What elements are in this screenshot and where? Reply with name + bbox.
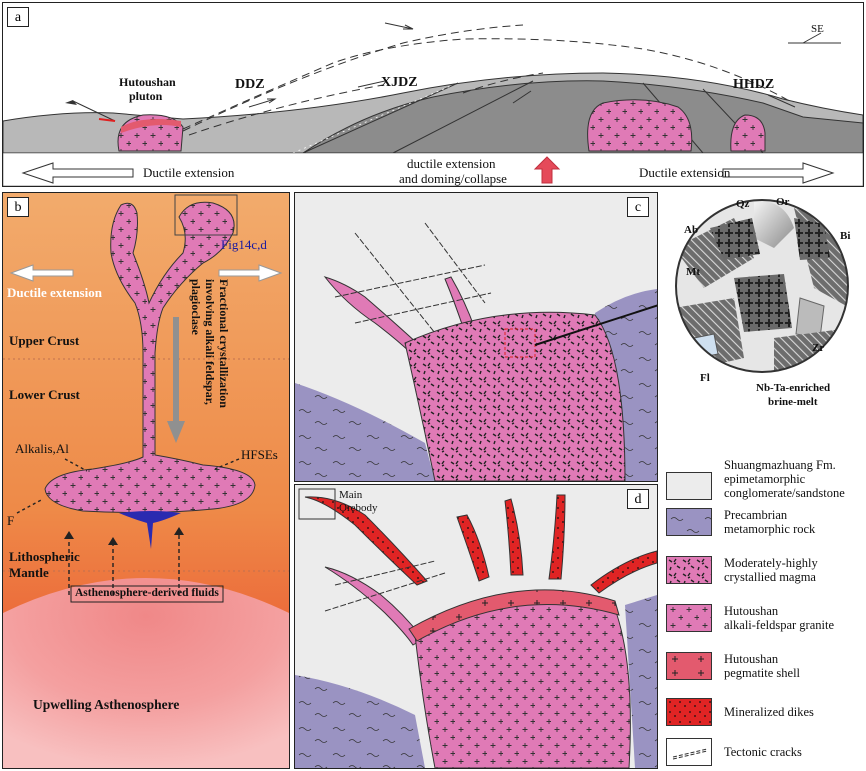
panel-a: a Hutoushan pluton DDZ XJDZ HHDZ SE Duct…: [2, 2, 864, 187]
crystallization-arrow: [167, 317, 185, 443]
legend-text: conglomerate/sandstone: [724, 486, 845, 500]
legend-text: pegmatite shell: [724, 666, 801, 680]
legend-text: alkali-feldspar granite: [724, 618, 835, 632]
ab-label: Ab: [684, 224, 699, 236]
crystallized-magma-c: [404, 311, 626, 481]
legend-swatch-crystallized: [666, 556, 712, 584]
se-label: SE: [811, 23, 824, 35]
blue-fluid: [119, 511, 181, 549]
litho-label-2: Mantle: [9, 565, 49, 580]
ductile-center-label-2: and doming/collapse: [399, 171, 507, 186]
mt-label: Mt: [686, 266, 701, 278]
legend-text: Shuangmazhuang Fm.: [724, 458, 836, 472]
red-dike-4: [548, 494, 566, 580]
pluton-label-2: pluton: [129, 89, 163, 103]
legend-text: Hutoushan: [724, 652, 779, 666]
metamorphic-c: [295, 383, 435, 481]
upwelling-label: Upwelling Asthenosphere: [33, 697, 180, 712]
panel-d-tag: d: [627, 489, 649, 509]
arrow-up-red: [533, 156, 561, 184]
legend-text: Mineralized dikes: [724, 705, 814, 719]
f-label: F: [7, 513, 15, 528]
ductile-right-label: Ductile extension: [639, 165, 731, 180]
xjdz-label: XJDZ: [381, 75, 418, 90]
legend-text: Tectonic cracks: [724, 745, 802, 759]
main-orebody-label-1: Main: [339, 489, 363, 501]
magma-conduit: [44, 201, 256, 514]
ddz-label: DDZ: [235, 77, 265, 92]
fractional-line-1: Fractional crystallization: [217, 279, 231, 408]
legend-text: Hutoushan: [724, 604, 779, 618]
legend-swatch-metamorphic: [666, 508, 712, 536]
arrow-left-a: [21, 162, 134, 184]
panel-b: b Fig14c,d Ductile extension Upper Crust…: [2, 192, 290, 769]
asthenosphere-dome: [3, 578, 289, 768]
red-dike-3: [504, 498, 524, 576]
panel-d: d Main Orebody: [294, 484, 658, 769]
fractional-line-2: involving alkali feldspar,: [203, 279, 217, 405]
legend-text: metamorphic rock: [724, 522, 816, 536]
litho-label-1: Lithospheric: [9, 549, 80, 564]
fl-label: Fl: [700, 372, 710, 384]
legend-text: Moderately-highly: [724, 556, 818, 570]
pluton-label-1: Hutoushan: [119, 75, 176, 89]
panel-b-tag: b: [7, 197, 29, 217]
or-label: Or: [776, 196, 790, 208]
upper-crust-label: Upper Crust: [9, 333, 80, 348]
fractional-label: Fractional crystallization involving alk…: [189, 279, 231, 408]
lower-crust-label: Lower Crust: [9, 387, 80, 402]
metamorphic-d: [295, 675, 425, 768]
fig-ref-label: Fig14c,d: [221, 237, 267, 252]
bi-label: Bi: [840, 230, 851, 242]
legend-swatch-granite: [666, 604, 712, 632]
legend-swatch-sandstone: [666, 472, 712, 500]
main-orebody-label-2: Orebody: [339, 502, 378, 514]
hhdz-label: HHDZ: [733, 77, 775, 92]
legend-swatch-pegmatite: [666, 652, 712, 680]
qz-label: Qz: [736, 198, 750, 210]
panel-c: c: [294, 192, 658, 482]
ductile-b-label: Ductile extension: [7, 285, 102, 300]
pegmatite-shell-d: [408, 589, 620, 642]
panel-a-tag: a: [7, 7, 29, 27]
ductile-left-label: Ductile extension: [143, 165, 235, 180]
arrow-right-b: [218, 264, 283, 282]
panel-a-svg: [3, 3, 863, 186]
legend-text: epimetamorphic: [724, 472, 806, 486]
pluton-right-large: [587, 99, 693, 152]
panel-c-svg: [295, 193, 657, 481]
arrow-left-b: [9, 264, 74, 282]
asth-fluids-label: Asthenosphere-derived fluids: [75, 587, 219, 599]
legend-text: Precambrian: [724, 508, 788, 522]
panel-b-svg: [3, 193, 289, 768]
legend-swatch-dikes: [666, 698, 712, 726]
red-dike-2: [456, 514, 490, 582]
pluton-right-small: [730, 114, 766, 152]
legend-swatch-cracks: [666, 738, 712, 766]
panel-d-svg: [295, 485, 657, 768]
brine-label-2: brine-melt: [768, 396, 818, 408]
dome-core: [301, 80, 863, 154]
zr-label: Zr: [812, 342, 825, 354]
red-dike-5: [590, 550, 657, 594]
ductile-center-label-1: ductile extension: [407, 156, 496, 171]
magnified-circle: [674, 198, 850, 374]
alkalis-label: Alkalis,Al: [15, 441, 69, 456]
red-dike-1: [304, 496, 428, 586]
hfses-label: HFSEs: [241, 447, 278, 462]
brine-label-1: Nb-Ta-enriched: [756, 382, 831, 394]
arrow-right-a: [722, 162, 835, 184]
panel-c-tag: c: [627, 197, 649, 217]
legend-text: crystallied magma: [724, 570, 816, 584]
fractional-line-3: plagioclase: [189, 279, 203, 335]
